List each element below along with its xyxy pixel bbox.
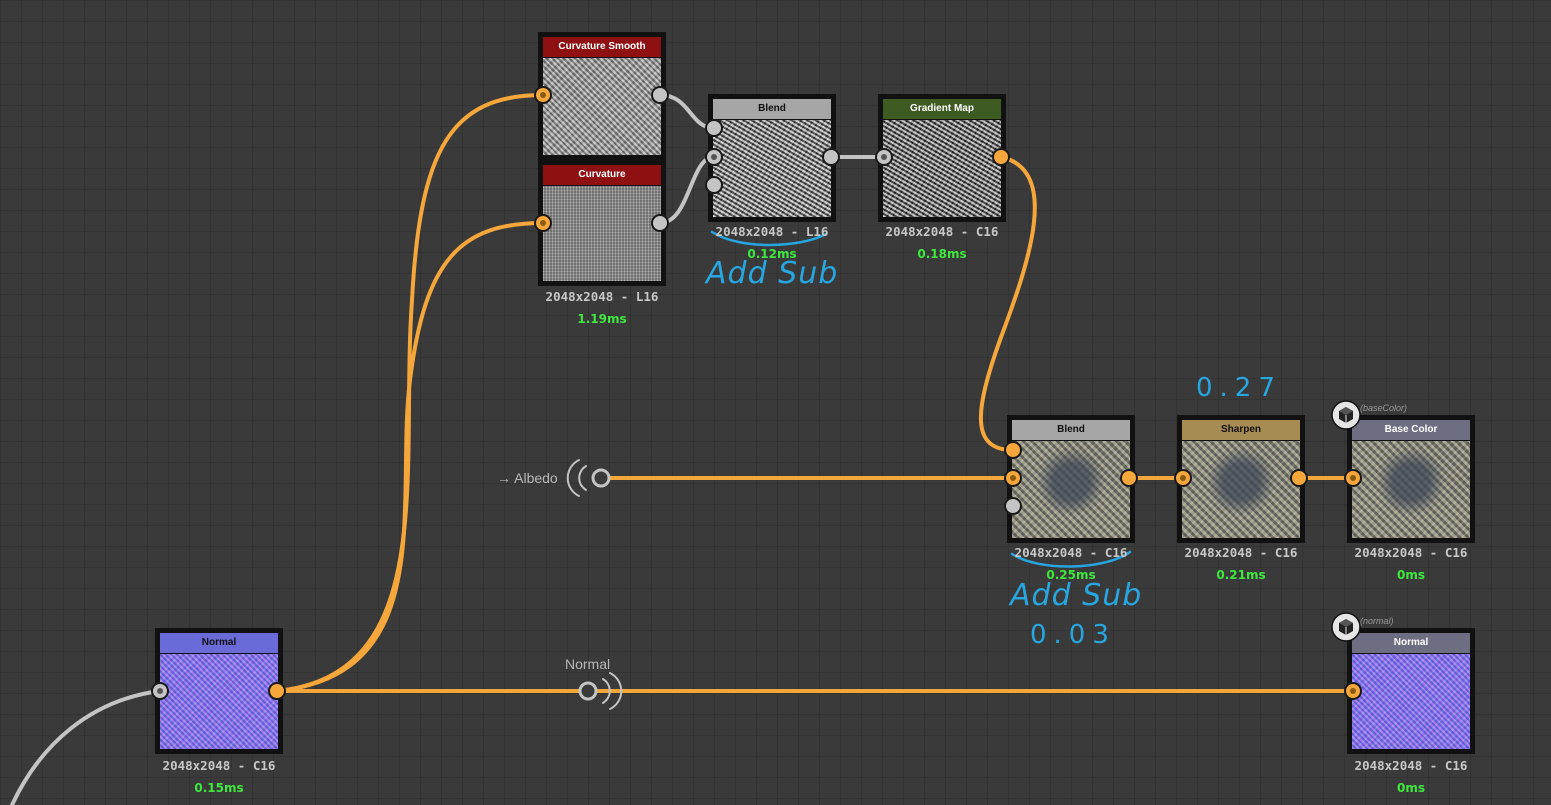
node-resolution: 2048x2048 - C16	[1184, 545, 1298, 560]
node-time: 0.15ms	[194, 781, 244, 795]
annotation-sharpen-value: 0.27	[1196, 373, 1282, 403]
annotation-blend-value: 0.03	[1030, 620, 1116, 650]
annotation-add-sub-mid: Add Sub	[1010, 578, 1143, 613]
node-time: 0.21ms	[1216, 568, 1266, 582]
node-resolution: 2048x2048 - L16	[545, 289, 659, 304]
node-time: 0.18ms	[917, 247, 967, 261]
node-title: Normal	[1352, 633, 1470, 653]
node-title: Curvature	[543, 165, 661, 185]
cube-icon	[1331, 612, 1361, 642]
node-curvature[interactable]: Curvature	[538, 160, 666, 286]
cube-icon	[1331, 400, 1361, 430]
node-resolution: 2048x2048 - C16	[885, 224, 999, 239]
albedo-signal-arc-1	[578, 465, 587, 491]
wire-gradient-to-blend	[978, 155, 1037, 452]
node-resolution: 2048x2048 - C16	[1354, 758, 1468, 773]
normal-socket[interactable]	[578, 681, 598, 701]
normal-signal-arc-2	[609, 672, 623, 710]
node-blend-color[interactable]: Blend	[1007, 415, 1135, 543]
node-title: Blend	[713, 99, 831, 119]
node-thumbnail	[1182, 441, 1300, 538]
output-identifier: (baseColor)	[1360, 403, 1408, 413]
node-resolution: 2048x2048 - C16	[162, 758, 276, 773]
node-thumbnail	[543, 58, 661, 155]
node-title: Sharpen	[1182, 420, 1300, 440]
wire-normal-to-curvature	[275, 221, 545, 693]
node-curvature-smooth[interactable]: Curvature Smooth	[538, 32, 666, 160]
node-title: Normal	[160, 633, 278, 653]
node-resolution: 2048x2048 - L16	[715, 224, 829, 239]
node-thumbnail	[1012, 441, 1130, 538]
wire-normal-to-curvature-smooth	[275, 93, 545, 693]
albedo-signal-arc-2	[566, 459, 580, 497]
node-time: 1.19ms	[577, 312, 627, 326]
node-normal-output[interactable]: Normal	[1347, 628, 1475, 754]
port-blend-top-input-3[interactable]	[705, 176, 723, 194]
node-title: Base Color	[1352, 420, 1470, 440]
node-gradient-map[interactable]: Gradient Map	[878, 94, 1006, 222]
port-gradient-output[interactable]	[992, 148, 1010, 166]
node-normal-input[interactable]: Normal	[155, 628, 283, 754]
node-thumbnail	[713, 120, 831, 217]
normal-signal-arc-1	[602, 678, 611, 704]
annotation-add-sub-top: Add Sub	[706, 256, 839, 291]
node-title: Gradient Map	[883, 99, 1001, 119]
port-blend-mid-input-1[interactable]	[1004, 441, 1022, 459]
node-thumbnail	[883, 120, 1001, 217]
node-base-color-output[interactable]: Base Color	[1347, 415, 1475, 543]
node-time: 0.25ms	[1046, 568, 1096, 582]
node-blend-grayscale[interactable]: Blend	[708, 94, 836, 222]
albedo-port-label: → Albedo	[497, 470, 558, 486]
port-blend-mid-input-3[interactable]	[1004, 497, 1022, 515]
port-sharpen-output[interactable]	[1290, 469, 1308, 487]
node-thumbnail	[1352, 654, 1470, 749]
node-time: 0.12ms	[747, 247, 797, 261]
node-time: 0ms	[1397, 568, 1425, 582]
port-blend-mid-output[interactable]	[1120, 469, 1138, 487]
albedo-socket[interactable]	[591, 468, 611, 488]
node-resolution: 2048x2048 - C16	[1354, 545, 1468, 560]
port-curvature-output[interactable]	[651, 214, 669, 232]
port-normal-output[interactable]	[268, 682, 286, 700]
node-title: Blend	[1012, 420, 1130, 440]
node-thumbnail	[160, 654, 278, 749]
node-title: Curvature Smooth	[543, 37, 661, 57]
node-time: 0ms	[1397, 781, 1425, 795]
node-thumbnail	[1352, 441, 1470, 538]
node-resolution: 2048x2048 - C16	[1014, 545, 1128, 560]
port-curvature-smooth-output[interactable]	[651, 86, 669, 104]
node-sharpen[interactable]: Sharpen	[1177, 415, 1305, 543]
annotation-underline-top	[710, 230, 828, 247]
node-thumbnail	[543, 186, 661, 281]
output-identifier: (normal)	[1360, 616, 1394, 626]
port-blend-top-input-1[interactable]	[705, 119, 723, 137]
port-blend-top-output[interactable]	[822, 148, 840, 166]
wire-normal-source	[10, 689, 162, 805]
normal-port-label: Normal	[565, 656, 611, 672]
annotation-underline-mid	[1010, 550, 1132, 568]
